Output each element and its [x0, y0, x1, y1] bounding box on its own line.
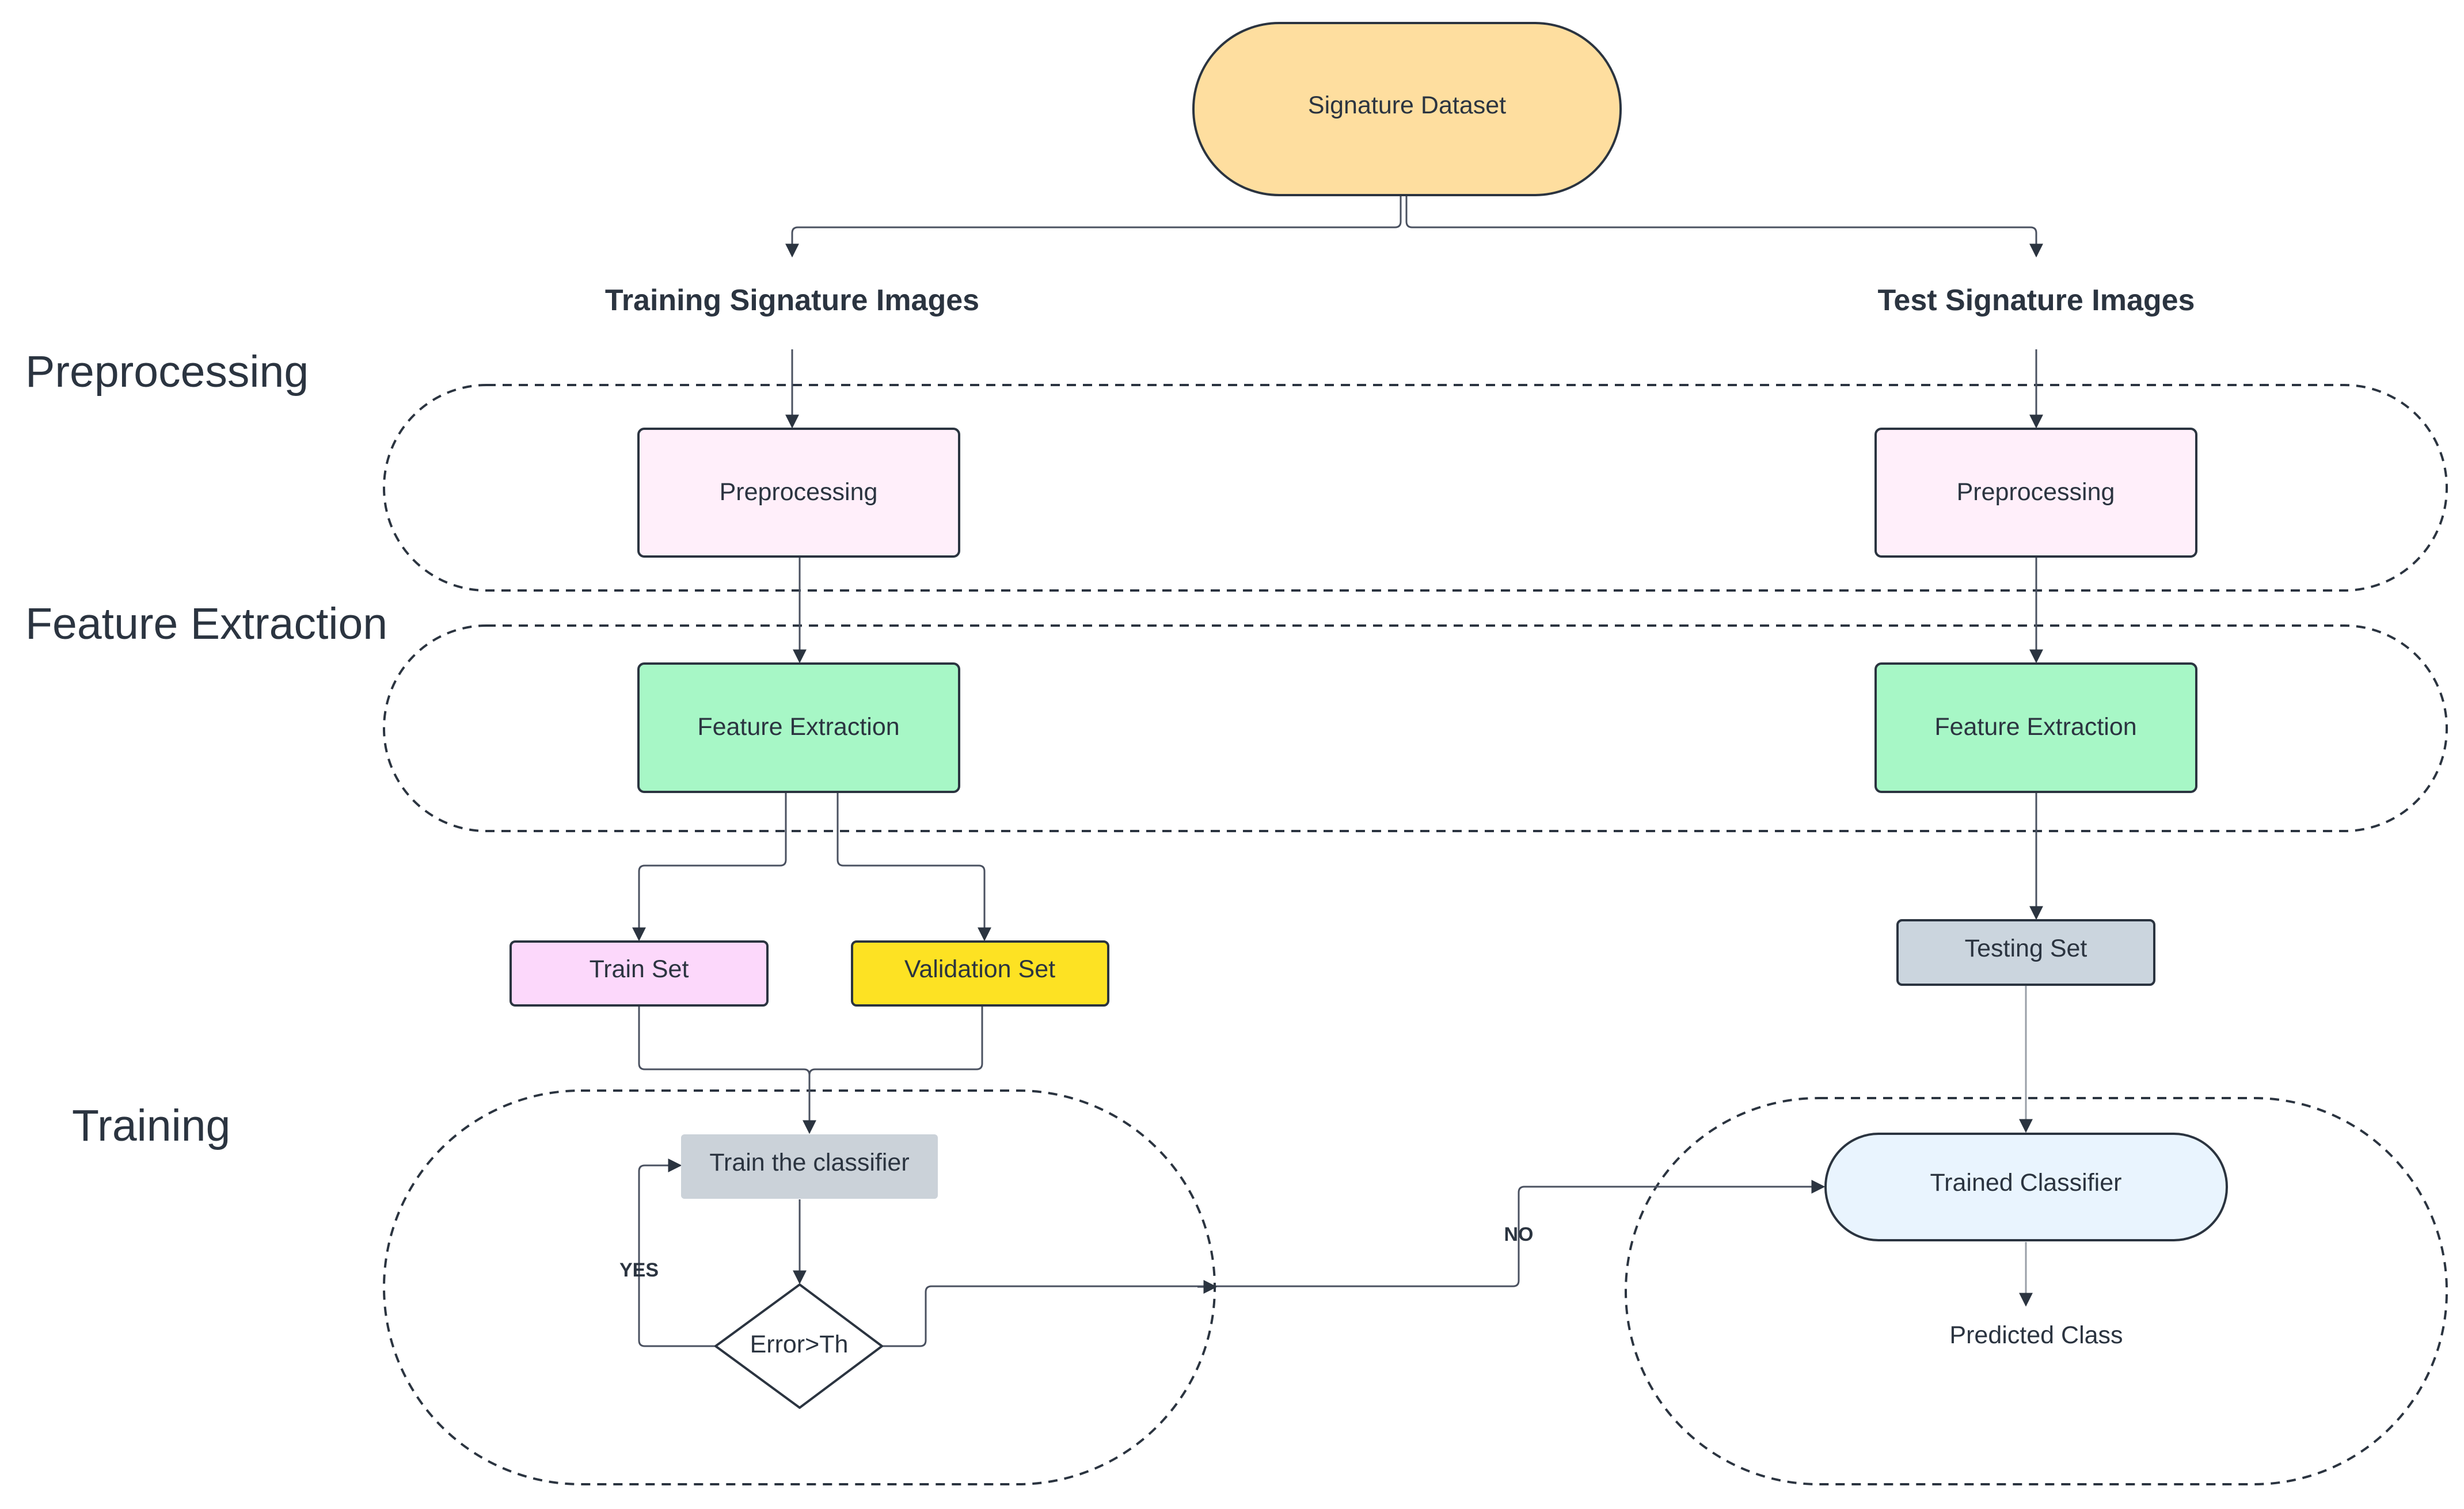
node-testing-set-label: Testing Set — [1965, 935, 2087, 962]
node-feature-extraction-right-label: Feature Extraction — [1934, 713, 2136, 741]
node-validation-set-label: Validation Set — [904, 955, 1055, 983]
edge-feature-to-validation-set — [836, 792, 991, 942]
node-train-set-label: Train Set — [590, 955, 689, 983]
node-train-the-classifier: Train the classifier — [681, 1134, 938, 1199]
node-trained-classifier: Trained Classifier — [1824, 1133, 2228, 1241]
node-decision-error-th-label: Error>Th — [750, 1331, 849, 1358]
edge-decision-no-to-trained-classifier — [882, 1180, 1826, 1347]
preprocessing-stage-group — [383, 384, 2448, 592]
node-feature-extraction-right: Feature Extraction — [1874, 662, 2197, 793]
stage-label-training: Training — [72, 1101, 230, 1150]
edge-dataset-to-training-images — [785, 195, 1402, 258]
node-preprocessing-right-label: Preprocessing — [1957, 478, 2115, 506]
node-feature-extraction-left-label: Feature Extraction — [697, 713, 899, 741]
edge-dataset-to-test-images — [1405, 195, 2043, 258]
node-decision-error-th: Error>Th — [714, 1283, 883, 1409]
node-preprocessing-right: Preprocessing — [1874, 428, 2197, 558]
node-trained-classifier-label: Trained Classifier — [1930, 1169, 2122, 1196]
edge-decision-yes-loop — [638, 1159, 716, 1347]
node-train-set: Train Set — [509, 940, 769, 1007]
node-validation-set: Validation Set — [851, 940, 1109, 1007]
edge-label-yes: YES — [619, 1259, 659, 1281]
node-preprocessing-left: Preprocessing — [637, 428, 960, 558]
node-testing-set: Testing Set — [1896, 919, 2155, 986]
feature-extraction-stage-group — [383, 624, 2448, 832]
node-signature-dataset-label: Signature Dataset — [1308, 92, 1506, 119]
node-test-signature-images: Test Signature Images — [1878, 284, 2195, 317]
edge-feature-to-train-set — [632, 792, 787, 942]
edge-validation-set-to-classifier — [808, 1005, 983, 1076]
node-train-the-classifier-label: Train the classifier — [709, 1149, 909, 1176]
testing-stage-group — [1625, 1097, 2448, 1485]
node-preprocessing-left-label: Preprocessing — [720, 478, 878, 506]
edge-label-no: NO — [1504, 1224, 1534, 1245]
stage-label-preprocessing: Preprocessing — [25, 347, 309, 397]
node-feature-extraction-left: Feature Extraction — [637, 662, 960, 793]
stage-label-feature-extraction: Feature Extraction — [25, 599, 387, 649]
node-signature-dataset: Signature Dataset — [1192, 22, 1622, 196]
edge-train-set-to-classifier — [638, 1005, 816, 1134]
node-predicted-class: Predicted Class — [1949, 1321, 2123, 1349]
node-training-signature-images: Training Signature Images — [605, 284, 979, 317]
